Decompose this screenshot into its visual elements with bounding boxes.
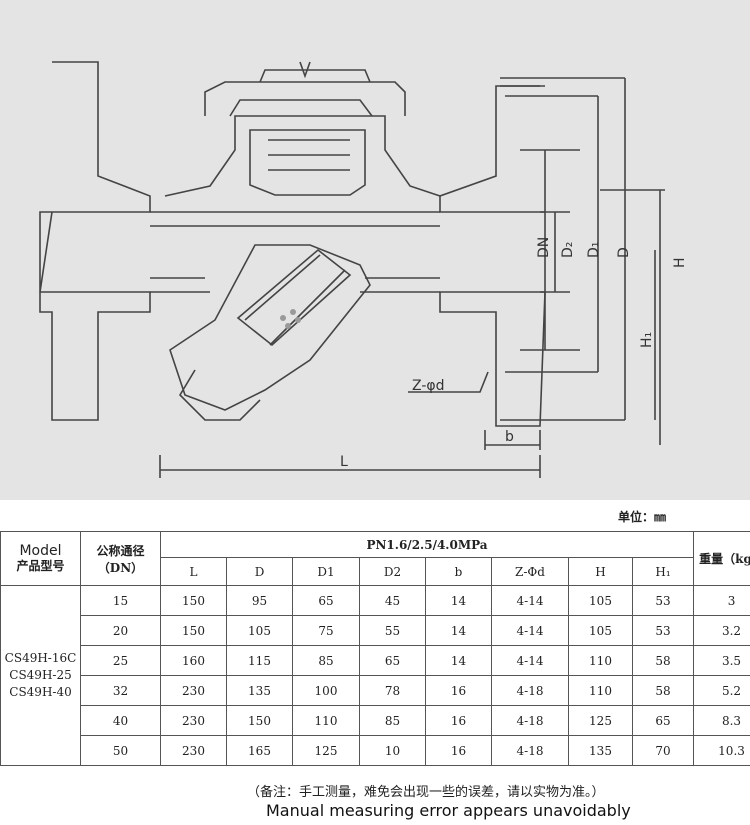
cell-dn: 25: [80, 645, 161, 676]
cell-weight: 3: [693, 585, 750, 616]
col-header: b: [425, 557, 492, 586]
dim-d1-label: D₁: [586, 242, 602, 258]
cell-h1: 53: [631, 585, 695, 616]
cell-z-phi-d: 4-18: [491, 705, 569, 736]
cell-d: 150: [226, 705, 293, 736]
cell-d2: 45: [359, 585, 426, 616]
cell-l: 230: [160, 675, 227, 706]
col-header: D1: [292, 557, 360, 586]
cell-z-phi-d: 4-14: [491, 615, 569, 646]
cell-z-phi-d: 4-14: [491, 585, 569, 616]
cell-dn: 50: [80, 735, 161, 766]
cell-d: 105: [226, 615, 293, 646]
cell-h1: 58: [631, 675, 695, 706]
cell-dn: 15: [80, 585, 161, 616]
dn-header: 公称通径 （DN）: [80, 531, 161, 586]
table-row: CS49H-16C CS49H-25 CS49H-40 15 150 95 65…: [0, 585, 750, 766]
cell-h: 125: [568, 705, 633, 736]
spec-table: Model 产品型号 公称通径 （DN） PN1.6/2.5/4.0MPa 重量…: [0, 531, 750, 766]
cell-d1: 75: [292, 615, 360, 646]
cell-h1: 70: [631, 735, 695, 766]
cell-d1: 125: [292, 735, 360, 766]
note-chinese: （备注：手工测量，难免会出现一些的误差，请以实物为准。）: [247, 785, 605, 800]
cell-b: 16: [425, 705, 492, 736]
cell-b: 14: [425, 585, 492, 616]
cell-h1: 58: [631, 645, 695, 676]
dim-b-label: b: [505, 429, 514, 445]
cell-l: 160: [160, 645, 227, 676]
note-english: Manual measuring error appears unavoidab…: [266, 801, 631, 820]
cell-h: 110: [568, 675, 633, 706]
cell-d1: 110: [292, 705, 360, 736]
col-header: H: [568, 557, 633, 586]
table-row: 50 230 165 125 10 16 4-18 135 70 10.3: [1, 735, 750, 766]
col-header: Z-Φd: [491, 557, 569, 586]
col-header: L: [160, 557, 227, 586]
cell-h1: 65: [631, 705, 695, 736]
cell-d2: 65: [359, 645, 426, 676]
cell-l: 150: [160, 585, 227, 616]
cell-d2: 55: [359, 615, 426, 646]
cell-h: 105: [568, 615, 633, 646]
cell-h: 110: [568, 645, 633, 676]
cell-d: 165: [226, 735, 293, 766]
col-header: D2: [359, 557, 426, 586]
models-cell: CS49H-16C CS49H-25 CS49H-40: [0, 585, 81, 766]
cell-weight: 10.3: [693, 735, 750, 766]
dim-h1-label: H₁: [639, 332, 655, 348]
dim-dn-label: DN: [536, 237, 552, 258]
cell-d1: 65: [292, 585, 360, 616]
pressure-header: PN1.6/2.5/4.0MPa: [159, 531, 695, 558]
cell-h1: 53: [631, 615, 695, 646]
model-header: Model 产品型号: [0, 531, 81, 586]
dim-l-label: L: [340, 454, 348, 470]
cell-z-phi-d: 4-18: [491, 675, 569, 706]
table-row: 20 150 105 75 55 14 4-14 105 53 3.2: [1, 615, 750, 646]
cell-b: 16: [425, 675, 492, 706]
cell-d2: 10: [359, 735, 426, 766]
cell-d: 95: [226, 585, 293, 616]
cell-d2: 78: [359, 675, 426, 706]
technical-drawing: DN D₂ D₁ D H H₁ Z-φd b L: [0, 0, 750, 500]
dim-d2-label: D₂: [560, 242, 576, 258]
cell-weight: 8.3: [693, 705, 750, 736]
cell-b: 14: [425, 645, 492, 676]
cell-d2: 85: [359, 705, 426, 736]
column-header-row: L D D1 D2 b Z-Φd H H₁: [1, 557, 750, 586]
cell-d1: 100: [292, 675, 360, 706]
dim-h-label: H: [672, 257, 688, 268]
cell-h: 135: [568, 735, 633, 766]
cell-weight: 3.2: [693, 615, 750, 646]
cell-l: 230: [160, 735, 227, 766]
cell-b: 16: [425, 735, 492, 766]
cell-l: 230: [160, 705, 227, 736]
table-row: 25 160 115 85 65 14 4-14 110 58 3.5: [1, 645, 750, 676]
col-header: H₁: [631, 557, 695, 586]
cell-d: 115: [226, 645, 293, 676]
cell-l: 150: [160, 615, 227, 646]
cell-z-phi-d: 4-18: [491, 735, 569, 766]
cell-weight: 5.2: [693, 675, 750, 706]
cell-b: 14: [425, 615, 492, 646]
dim-z-phi-d-label: Z-φd: [412, 378, 445, 394]
weight-header: 重量（kg）: [693, 531, 750, 586]
cell-weight: 3.5: [693, 645, 750, 676]
col-header: D: [226, 557, 293, 586]
dim-d-label: D: [616, 247, 632, 258]
cell-dn: 32: [80, 675, 161, 706]
cell-z-phi-d: 4-14: [491, 645, 569, 676]
table-row: 32 230 135 100 78 16 4-18 110 58 5.2: [1, 675, 750, 706]
cell-d: 135: [226, 675, 293, 706]
cell-h: 105: [568, 585, 633, 616]
cell-d1: 85: [292, 645, 360, 676]
cell-dn: 20: [80, 615, 161, 646]
unit-label: 单位：㎜: [618, 510, 667, 524]
cell-dn: 40: [80, 705, 161, 736]
valve-cross-section-drawing: DN D₂ D₁ D H H₁ Z-φd b L: [39, 61, 688, 478]
table-row: 40 230 150 110 85 16 4-18 125 65 8.3: [1, 705, 750, 736]
